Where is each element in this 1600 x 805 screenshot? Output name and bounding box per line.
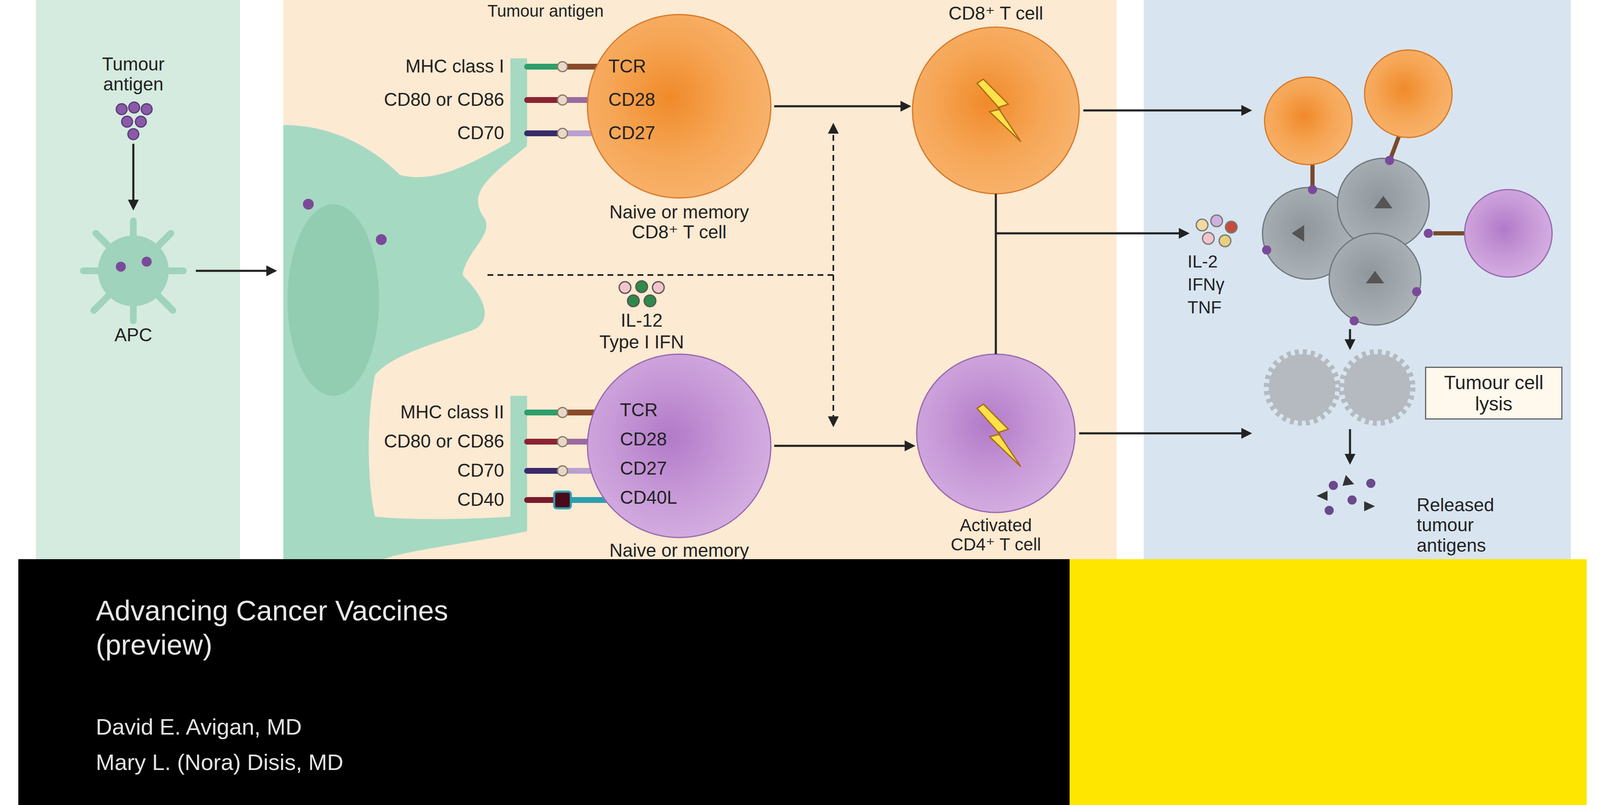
cell-label: CD40L xyxy=(620,487,704,508)
cell-label: CD8⁺ T cell xyxy=(912,3,1080,24)
apc-cell: APC xyxy=(87,225,180,317)
diagram-label: CD70 xyxy=(366,122,505,143)
diagram-label: TNF xyxy=(1187,297,1255,318)
cell-label: TCR xyxy=(608,56,692,77)
diagram-label: MHC class I xyxy=(366,56,505,77)
cell-label: Naive or memory CD8⁺ T cell xyxy=(591,202,767,243)
cell-label: CD28 xyxy=(620,429,704,450)
diagram-label: IFNγ xyxy=(1187,275,1255,295)
diagram-label: IL-2 xyxy=(1187,252,1255,272)
diagram-label: MHC class II xyxy=(366,402,505,423)
cell-label: Tumour cell lysis xyxy=(1433,372,1554,415)
author-name: David E. Avigan, MD xyxy=(95,714,721,740)
activation-arrow xyxy=(774,105,910,108)
diagram-label: Tumour antigen xyxy=(487,1,613,20)
diagram-label: Type I IFN xyxy=(579,332,705,353)
cd4-t-cell: TCRCD28CD27CD40LNaive or memory xyxy=(587,354,771,538)
cell-label: Naive or memory xyxy=(587,540,771,561)
cd8-t-cell: TCRCD28CD27Naive or memory CD8⁺ T cell xyxy=(587,14,771,198)
cell-label: APC xyxy=(87,325,180,345)
diagram-label: CD70 xyxy=(366,460,505,481)
diagram-label: IL-12 xyxy=(579,310,705,331)
diagram-label: Tumour antigen xyxy=(91,54,175,95)
diagram-label: CD40 xyxy=(366,489,505,510)
diagram-label: CD80 or CD86 xyxy=(366,89,505,110)
cell-label: CD28 xyxy=(608,89,692,110)
cell-label: TCR xyxy=(620,400,704,420)
cell-label: CD27 xyxy=(620,458,704,479)
slide-title: Advancing Cancer Vaccines (preview) xyxy=(95,593,534,662)
activated-cd8-cell: CD8⁺ T cell xyxy=(912,27,1080,194)
activated-cd4-cell: Activated CD4⁺ T cell xyxy=(916,354,1075,513)
activation-arrow xyxy=(774,445,914,448)
author-name: Mary L. (Nora) Disis, MD xyxy=(95,750,721,775)
diagram-label: Released tumour antigens xyxy=(1416,495,1525,556)
cell-label: CD27 xyxy=(608,122,692,143)
diagram-label: CD80 or CD86 xyxy=(366,431,505,452)
lysis-box: Tumour cell lysis xyxy=(1425,366,1563,420)
cell-label: Activated CD4⁺ T cell xyxy=(941,515,1050,555)
